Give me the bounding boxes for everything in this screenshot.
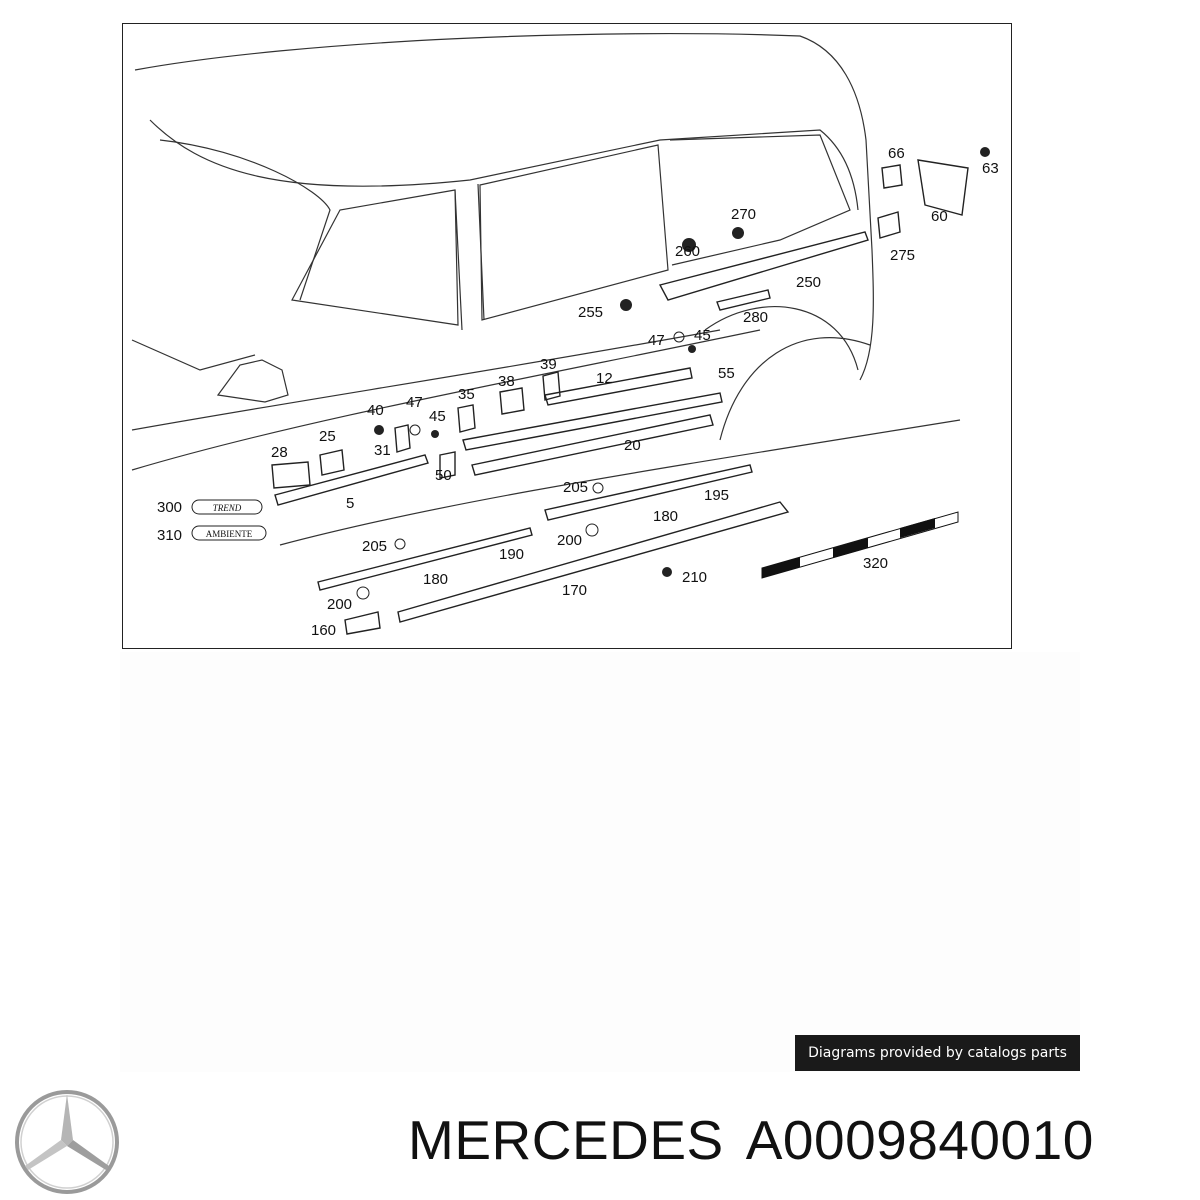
- callout-label: 195: [704, 487, 729, 504]
- trim-parts: [271, 159, 969, 635]
- callout-label: 205: [362, 538, 387, 555]
- vehicle-outline: [131, 32, 961, 546]
- callout-label: 35: [458, 386, 475, 403]
- callout-labels: 66 63 60 270 275 260 250 255 280 47 45 3…: [157, 145, 999, 639]
- callout-label: 180: [653, 508, 678, 525]
- fasteners: [356, 147, 990, 600]
- callout-label: 47: [406, 394, 423, 411]
- background-panel: [120, 652, 1080, 1072]
- callout-label: 205: [563, 479, 588, 496]
- callout-label: 40: [367, 402, 384, 419]
- callout-label: 20: [624, 437, 641, 454]
- part-number: A0009840010: [745, 1109, 1094, 1171]
- parts-diagram: TREND AMBIENTE 66 63 60 270 275 260 250 …: [131, 32, 999, 639]
- callout-label: 210: [682, 569, 707, 586]
- callout-label: 50: [435, 467, 452, 484]
- callout-label: 310: [157, 527, 182, 544]
- mercedes-star-logo-icon: [15, 1090, 119, 1194]
- callout-label: 60: [931, 208, 948, 225]
- callout-label: 160: [311, 622, 336, 639]
- callout-label: 66: [888, 145, 905, 162]
- callout-label: 255: [578, 304, 603, 321]
- callout-label: 38: [498, 373, 515, 390]
- callout-label: 5: [346, 495, 354, 512]
- callout-label: 275: [890, 247, 915, 264]
- callout-label: 28: [271, 444, 288, 461]
- callout-label: 55: [718, 365, 735, 382]
- callout-label: 260: [675, 243, 700, 260]
- callout-label: 180: [423, 571, 448, 588]
- callout-label: 200: [557, 532, 582, 549]
- callout-label: 280: [743, 309, 768, 326]
- trim-badges: TREND AMBIENTE: [191, 499, 267, 541]
- callout-label: 250: [796, 274, 821, 291]
- part-title: MERCEDES A0009840010: [408, 1108, 1094, 1172]
- callout-label: 39: [540, 356, 557, 373]
- callout-label: 320: [863, 555, 888, 572]
- callout-label: 270: [731, 206, 756, 223]
- callout-label: 25: [319, 428, 336, 445]
- credit-badge: Diagrams provided by catalogs parts: [795, 1035, 1080, 1071]
- callout-label: 200: [327, 596, 352, 613]
- callout-label: 45: [429, 408, 446, 425]
- scale-bar: [761, 511, 959, 579]
- callout-label: 190: [499, 546, 524, 563]
- callout-label: 31: [374, 442, 391, 459]
- callout-label: 63: [982, 160, 999, 177]
- callout-label: 12: [596, 370, 613, 387]
- brand-name: MERCEDES: [408, 1109, 724, 1171]
- badge-ambiente: AMBIENTE: [206, 529, 253, 539]
- callout-label: 300: [157, 499, 182, 516]
- badge-trend: TREND: [213, 503, 242, 513]
- callout-label: 170: [562, 582, 587, 599]
- callout-label: 47: [648, 332, 665, 349]
- callout-label: 45: [694, 327, 711, 344]
